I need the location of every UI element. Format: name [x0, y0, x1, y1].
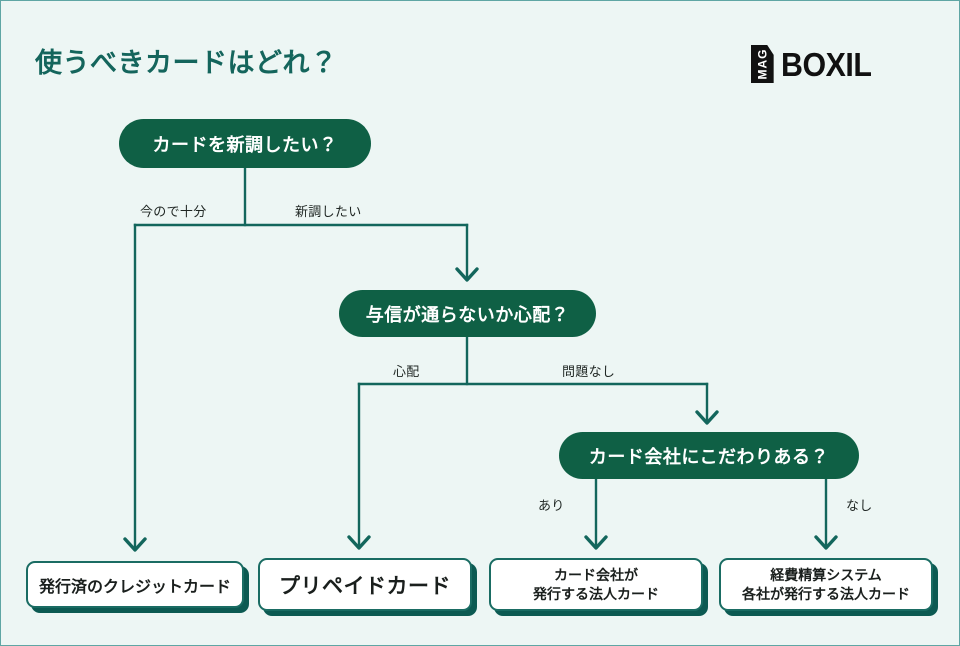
result-line-2: 各社が発行する法人カード	[742, 585, 910, 602]
boxil-mag-logo: MAG BOXIL	[750, 45, 879, 83]
edge-label-no: なし	[846, 498, 873, 513]
result-line-1: 発行済のクレジットカード	[38, 578, 231, 596]
result-line-1: 経費精算システム	[770, 566, 882, 583]
decision-node-card-new[interactable]: カードを新調したい？	[119, 119, 371, 168]
boxil-wordmark: BOXIL	[780, 45, 872, 83]
arrowhead-to-result3	[584, 535, 608, 550]
result-box-expense-system-card[interactable]: 経費精算システム 各社が発行する法人カード	[719, 558, 933, 611]
result-box-corporate-card[interactable]: カード会社が 発行する法人カード	[489, 558, 703, 611]
arrowhead-to-node3	[695, 410, 719, 425]
arrowhead-to-result4	[814, 535, 838, 550]
arrowhead-to-result2	[347, 535, 371, 550]
page-title: 使うべきカードはどれ？	[35, 48, 338, 78]
mag-badge-label: MAG	[755, 48, 770, 80]
result-line-1: プリペイドカード	[279, 574, 451, 598]
result-box-existing-credit-card[interactable]: 発行済のクレジットカード	[26, 561, 244, 608]
edge-label-enough: 今ので十分	[140, 204, 207, 219]
decision-node-credit-check[interactable]: 与信が通らないか心配？	[339, 290, 596, 337]
result-line-1: カード会社が	[554, 566, 638, 583]
arrowhead-to-result1	[123, 537, 147, 552]
result-box-prepaid-card[interactable]: プリペイドカード	[258, 558, 472, 611]
mag-badge-icon: MAG	[750, 45, 774, 83]
edge-label-yes: あり	[538, 498, 565, 513]
arrowhead-to-node2	[455, 267, 479, 282]
decision-node-issuer-preference[interactable]: カード会社にこだわりある？	[559, 432, 859, 479]
edge-label-renew: 新調したい	[295, 204, 362, 219]
result-line-2: 発行する法人カード	[533, 585, 659, 602]
edge-label-worry: 心配	[393, 364, 420, 379]
edge-label-no-issue: 問題なし	[562, 364, 616, 379]
